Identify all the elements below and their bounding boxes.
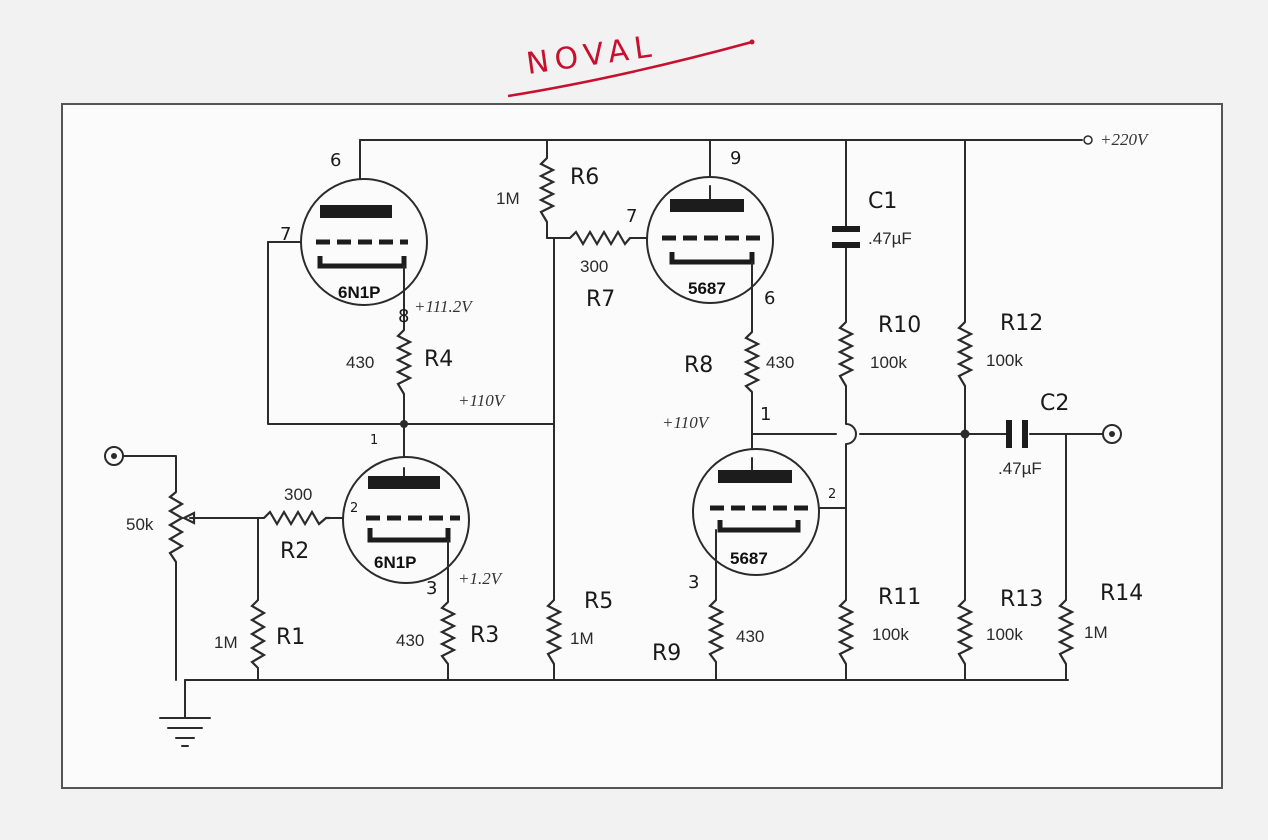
output-jack[interactable] [1102,424,1122,444]
resistor-r1 [249,599,267,669]
schematic-frame [61,103,1223,789]
designator: R3 [470,623,499,648]
resistor-r13 [956,599,974,665]
resistor-r7 [569,229,631,247]
designator: R9 [652,641,681,666]
junction-dot [960,429,970,439]
wiring [113,139,1105,719]
designator: R6 [570,165,599,190]
pot-wiper-arrow [181,511,196,525]
resistor-r8 [743,331,761,393]
component-value: 430 [766,353,794,372]
resistor-r4 [395,329,413,395]
component-value: .47µF [998,459,1042,478]
noval-underline [507,40,753,98]
supply-label: +220V [1100,130,1150,149]
designator: R13 [1000,587,1043,612]
r10-r11-column [845,385,857,601]
supply-terminal [1083,135,1093,145]
resistor-r2 [263,509,330,527]
resistor-r3 [439,601,457,665]
component-value: 430 [346,353,374,372]
voltage-annotation: +110V [458,391,507,410]
designator: R11 [878,585,921,610]
v1u-grid-feedback [267,241,555,425]
resistor-r11 [837,599,855,665]
pin-number: 7 [626,206,637,227]
voltage-annotation: +1.2V [458,569,504,588]
cathode-electrode [367,528,451,543]
component-value: 100k [986,351,1023,370]
component-value: .47µF [868,229,912,248]
resistor-r14 [1057,599,1075,665]
component-value: 1M [570,629,594,648]
component-value: 1M [496,189,520,208]
tube-v1-upper [300,178,428,306]
designator: R7 [586,287,615,312]
designator: R14 [1100,581,1143,606]
capacitor-c1 [832,226,860,248]
plate-electrode [670,199,744,212]
component-value: 300 [580,257,608,276]
component-value: 430 [396,631,424,650]
voltage-annotation: +111.2V [414,297,474,316]
component-value: 100k [870,353,907,372]
plate-electrode [320,205,392,218]
component-value: 1M [214,633,238,652]
pin-number: 3 [688,572,699,593]
noval-dot [749,39,755,45]
pin-number: 1 [760,404,771,425]
tube-v2-lower [692,448,820,576]
pin-number: 6 [764,288,775,309]
designator: R1 [276,625,305,650]
pin-number: 1 [370,433,378,448]
input-jack[interactable] [104,446,124,466]
pin-number: 7 [280,224,291,245]
tube-v2-upper [646,176,774,304]
designator: R5 [584,589,613,614]
resistor-r10 [837,321,855,387]
pin-number: 9 [730,148,741,169]
resistor-r12 [956,321,974,387]
plate-electrode [718,470,792,483]
cathode-electrode [717,520,801,533]
component-value: 300 [284,485,312,504]
cathode-electrode [669,252,755,265]
pin-number: 8 [398,306,409,327]
cathode-electrode [317,256,407,269]
capacitor-c2 [1006,420,1028,448]
resistor-r5 [545,599,563,665]
component-value: 100k [986,625,1023,644]
component-value: 100k [872,625,909,644]
pin-number: 2 [828,487,836,502]
tube-v1-lower [342,456,470,584]
designator: R12 [1000,311,1043,336]
junction-dot [400,420,408,428]
pot-50k [167,491,185,563]
component-value: 1M [1084,623,1108,642]
resistor-r6 [538,157,556,223]
pin-number: 3 [426,578,437,599]
pin-number: 2 [350,501,358,516]
designator: R8 [684,353,713,378]
designator: R4 [424,347,453,372]
voltage-annotation: +110V [662,413,711,432]
component-value: 430 [736,627,764,646]
designator: R2 [280,539,309,564]
tube-label: 5687 [730,549,768,568]
pin-number: 6 [330,150,341,171]
tube-label: 6N1P [374,553,417,572]
component-value: 50k [126,515,154,534]
tube-label: 6N1P [338,283,381,302]
tube-label: 5687 [688,279,726,298]
designator: R10 [878,313,921,338]
designator: C2 [1040,391,1069,416]
resistor-r9 [707,599,725,663]
input-wire [113,455,177,493]
plate-electrode [368,476,440,489]
designator: C1 [868,189,897,214]
ground-icon [159,717,211,747]
